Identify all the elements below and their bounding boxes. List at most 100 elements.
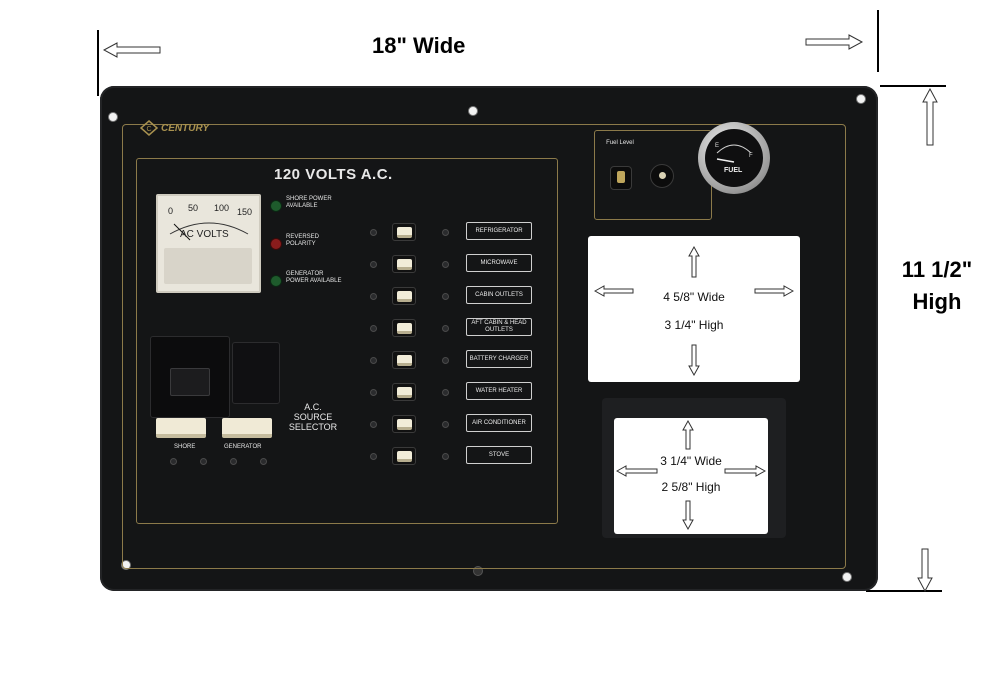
- selector-slide-handle: [170, 368, 210, 396]
- brand-logo: C CENTURY: [140, 120, 209, 136]
- breaker-screw-right: [442, 453, 449, 460]
- control-panel: C CENTURY 120 VOLTS A.C. 0 50 100 150 AC…: [100, 86, 878, 591]
- small-cutout-arrow-left-icon: [616, 465, 658, 477]
- breaker-row: STOVE: [370, 446, 536, 466]
- mount-hole-bottom-right: [842, 572, 852, 582]
- fuel-test-switch[interactable]: [610, 166, 632, 190]
- breaker-screw-left: [370, 389, 377, 396]
- breaker-label: MICROWAVE: [466, 254, 532, 272]
- width-dimension-label: 18" Wide: [372, 33, 466, 58]
- svg-text:C: C: [146, 126, 151, 133]
- fuel-gauge-needle: [716, 144, 752, 163]
- breaker-screw-left: [370, 229, 377, 236]
- fuel-gauge-face: E F FUEL: [705, 129, 763, 187]
- breaker-switch-lever: [397, 387, 412, 398]
- breaker-row: MICROWAVE: [370, 254, 536, 274]
- breaker-switch-lever: [397, 419, 412, 430]
- breaker-row: WATER HEATER: [370, 382, 536, 402]
- generator-label: GENERATOR: [224, 444, 262, 450]
- scale-label-150: 150: [237, 207, 253, 217]
- indicator-light-green-2: [270, 275, 282, 287]
- breaker-screw-left: [370, 261, 377, 268]
- scale-label-100: 100: [214, 203, 230, 213]
- breaker-switch[interactable]: [392, 255, 416, 273]
- breaker-label: BATTERY CHARGER: [466, 350, 532, 368]
- arrow-up-icon: [922, 88, 938, 146]
- breaker-row: AFT CABIN & HEAD OUTLETS: [370, 318, 536, 338]
- fuel-lamp-lens: [659, 172, 666, 179]
- scale-label-50: 50: [188, 203, 199, 213]
- indicator-label-polarity: REVERSED POLARITY: [286, 234, 320, 247]
- selector-screw-1: [170, 458, 177, 465]
- breaker-switch[interactable]: [392, 415, 416, 433]
- outer-pinstripe: [122, 124, 846, 569]
- breaker-switch[interactable]: [392, 223, 416, 241]
- breaker-switch-lever: [397, 227, 412, 238]
- voltmeter-arc: [169, 222, 249, 241]
- scale-label-0: 0: [168, 206, 174, 216]
- breaker-screw-right: [442, 421, 449, 428]
- mount-hole-top-left: [108, 112, 118, 122]
- arrow-down-icon: [917, 548, 933, 592]
- breaker-screw-right: [442, 357, 449, 364]
- breaker-screw-left: [370, 453, 377, 460]
- shore-label: SHORE: [174, 444, 196, 450]
- breaker-screw-right: [442, 325, 449, 332]
- fuel-gauge-mark-e: E: [715, 143, 720, 149]
- breaker-label: STOVE: [466, 446, 532, 464]
- breaker-switch-lever: [397, 323, 412, 334]
- fuel-gauge-label: FUEL: [724, 167, 743, 174]
- small-cutout-arrow-right-icon: [724, 465, 766, 477]
- large-cutout-height: 3 1/4" High: [664, 318, 724, 332]
- source-selector-assembly: [148, 334, 280, 444]
- generator-main-breaker[interactable]: [222, 418, 272, 438]
- selector-screw-2: [200, 458, 207, 465]
- ac-section-title: 120 VOLTS A.C.: [274, 166, 393, 183]
- height-bottom-tick: [866, 590, 942, 592]
- voltmeter-unit: AC VOLTS: [180, 229, 229, 240]
- large-cutout-arrow-down-icon: [688, 344, 700, 376]
- breaker-switch[interactable]: [392, 287, 416, 305]
- breaker-screw-right: [442, 229, 449, 236]
- shore-main-breaker[interactable]: [156, 418, 206, 438]
- breaker-switch[interactable]: [392, 351, 416, 369]
- arrow-left-icon: [103, 42, 161, 58]
- century-logo-icon: C: [140, 120, 158, 136]
- large-cutout-width: 4 5/8" Wide: [663, 290, 725, 304]
- large-cutout: 4 5/8" Wide 3 1/4" High: [588, 236, 800, 382]
- height-dimension-line-2: High: [912, 289, 962, 314]
- large-cutout-arrow-up-icon: [688, 246, 700, 278]
- voltmeter: 0 50 100 150 AC VOLTS: [156, 194, 261, 293]
- voltmeter-scale: 0 50 100 150: [168, 203, 253, 220]
- fuel-level-label: Fuel Level: [606, 140, 634, 146]
- source-selector-label: A.C. SOURCE SELECTOR: [288, 402, 338, 432]
- breaker-label: CABIN OUTLETS: [466, 286, 532, 304]
- indicator-label-shore: SHORE POWER AVAILABLE: [286, 196, 332, 209]
- breaker-screw-right: [442, 293, 449, 300]
- breaker-switch-lever: [397, 291, 412, 302]
- breaker-label: AFT CABIN & HEAD OUTLETS: [466, 318, 532, 336]
- breaker-row: REFRIGERATOR: [370, 222, 536, 242]
- indicator-light-green-1: [270, 200, 282, 212]
- voltmeter-lower-face: [164, 248, 252, 284]
- large-cutout-arrow-right-icon: [754, 285, 794, 297]
- breaker-switch[interactable]: [392, 319, 416, 337]
- breaker-label: WATER HEATER: [466, 382, 532, 400]
- selector-screw-4: [260, 458, 267, 465]
- width-right-tick: [877, 10, 879, 72]
- breaker-switch[interactable]: [392, 447, 416, 465]
- mount-hole-top-right: [856, 94, 866, 104]
- breaker-row: AIR CONDITIONER: [370, 414, 536, 434]
- breaker-screw-left: [370, 357, 377, 364]
- breaker-screw-left: [370, 293, 377, 300]
- indicator-label-generator: GENERATOR POWER AVAILABLE: [286, 271, 342, 284]
- breaker-switch[interactable]: [392, 383, 416, 401]
- breaker-row: CABIN OUTLETS: [370, 286, 536, 306]
- small-cutout-width: 3 1/4" Wide: [660, 454, 722, 468]
- fuel-gauge-mark-f: F: [749, 153, 753, 159]
- breaker-label: REFRIGERATOR: [466, 222, 532, 240]
- small-cutout-arrow-up-icon: [682, 420, 694, 450]
- width-left-tick: [97, 30, 99, 96]
- mount-hole-top-center: [468, 106, 478, 116]
- arrow-right-icon: [805, 34, 863, 50]
